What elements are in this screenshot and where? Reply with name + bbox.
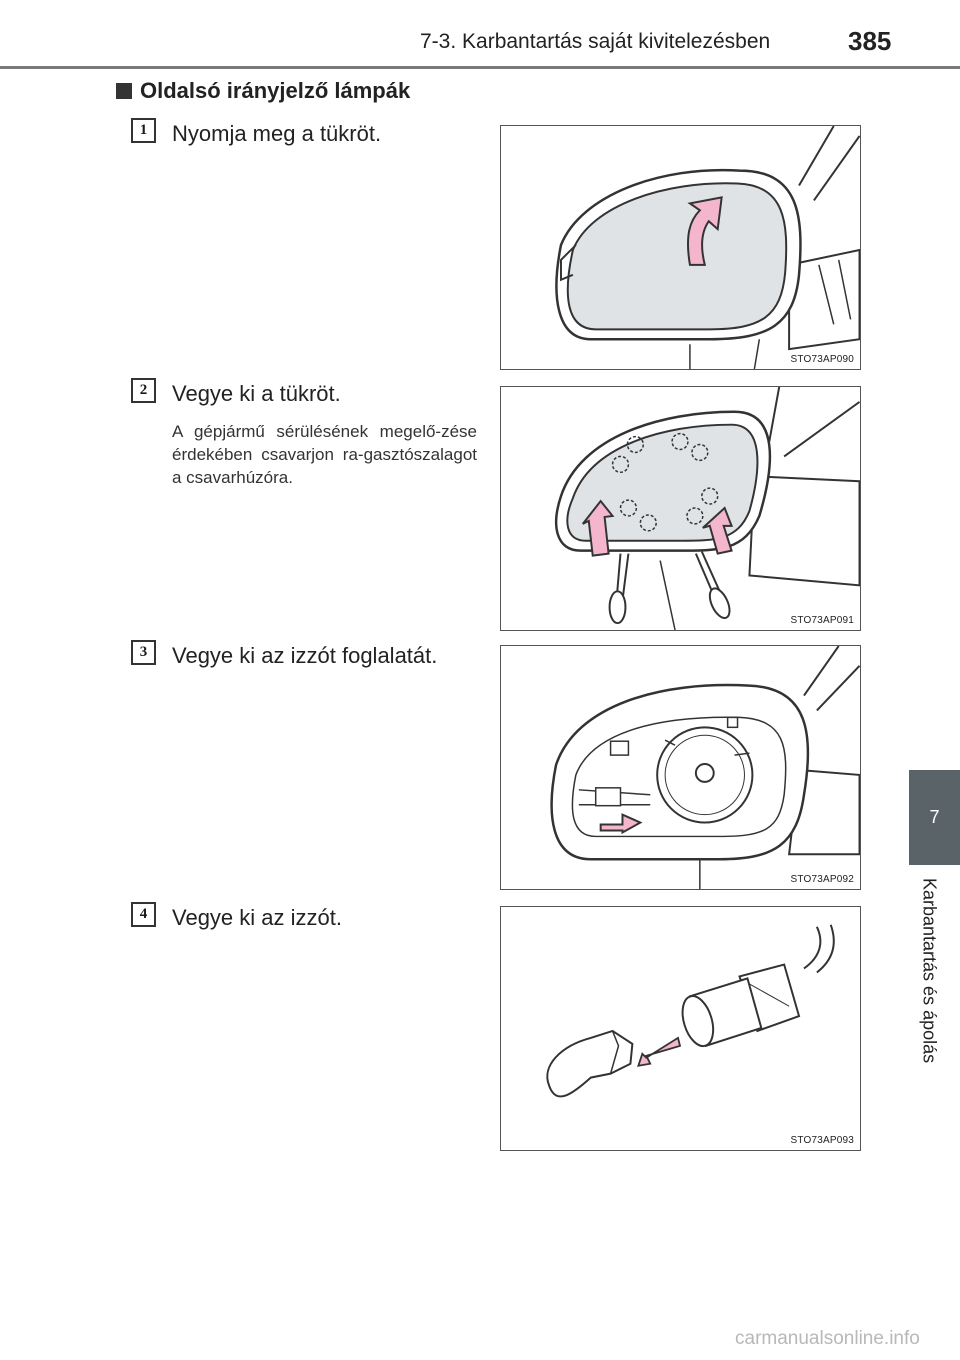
header-rule [0,66,960,69]
step-number-4: 4 [131,902,156,927]
mirror-remove-drawing [554,387,860,630]
step-3-text: Vegye ki az izzót foglalatát. [172,643,438,668]
header-title: 7-3. Karbantartás saját kivitelezésben [420,30,771,53]
step-1-text: Nyomja meg a tükröt. [172,121,382,146]
image-code-2: STO73AP091 [790,615,854,626]
page-number: 385 [848,26,892,56]
watermark: carmanualsonline.info [735,1328,920,1349]
section-heading: Oldalsó irányjelző lámpák [116,78,410,104]
step-number-2: 2 [131,378,156,403]
step-4-text: Vegye ki az izzót. [172,905,342,930]
image-code-4: STO73AP093 [790,1135,854,1146]
step-number-1: 1 [131,118,156,143]
socket-remove-drawing [550,646,860,889]
image-code-1: STO73AP090 [790,354,854,365]
illustration-remove-socket: STO73AP092 [500,645,861,890]
bulb-remove-drawing [546,924,835,1098]
illustration-press-mirror: STO73AP090 [500,125,861,370]
step-number-3: 3 [131,640,156,665]
section-square-icon [116,83,132,99]
chapter-tab: 7 [909,770,960,865]
image-code-3: STO73AP092 [790,874,854,885]
mirror-press-drawing [555,126,860,369]
illustration-remove-mirror: STO73AP091 [500,386,861,631]
chapter-number: 7 [929,807,940,827]
illustration-remove-bulb: STO73AP093 [500,906,861,1151]
step-2-text: Vegye ki a tükröt. [172,381,341,406]
section-heading-text: Oldalsó irányjelző lámpák [140,78,411,103]
chapter-label: Karbantartás és ápolás [919,878,940,1064]
step-2-note: A gépjármű sérülésének megelő-zése érdek… [172,422,477,487]
